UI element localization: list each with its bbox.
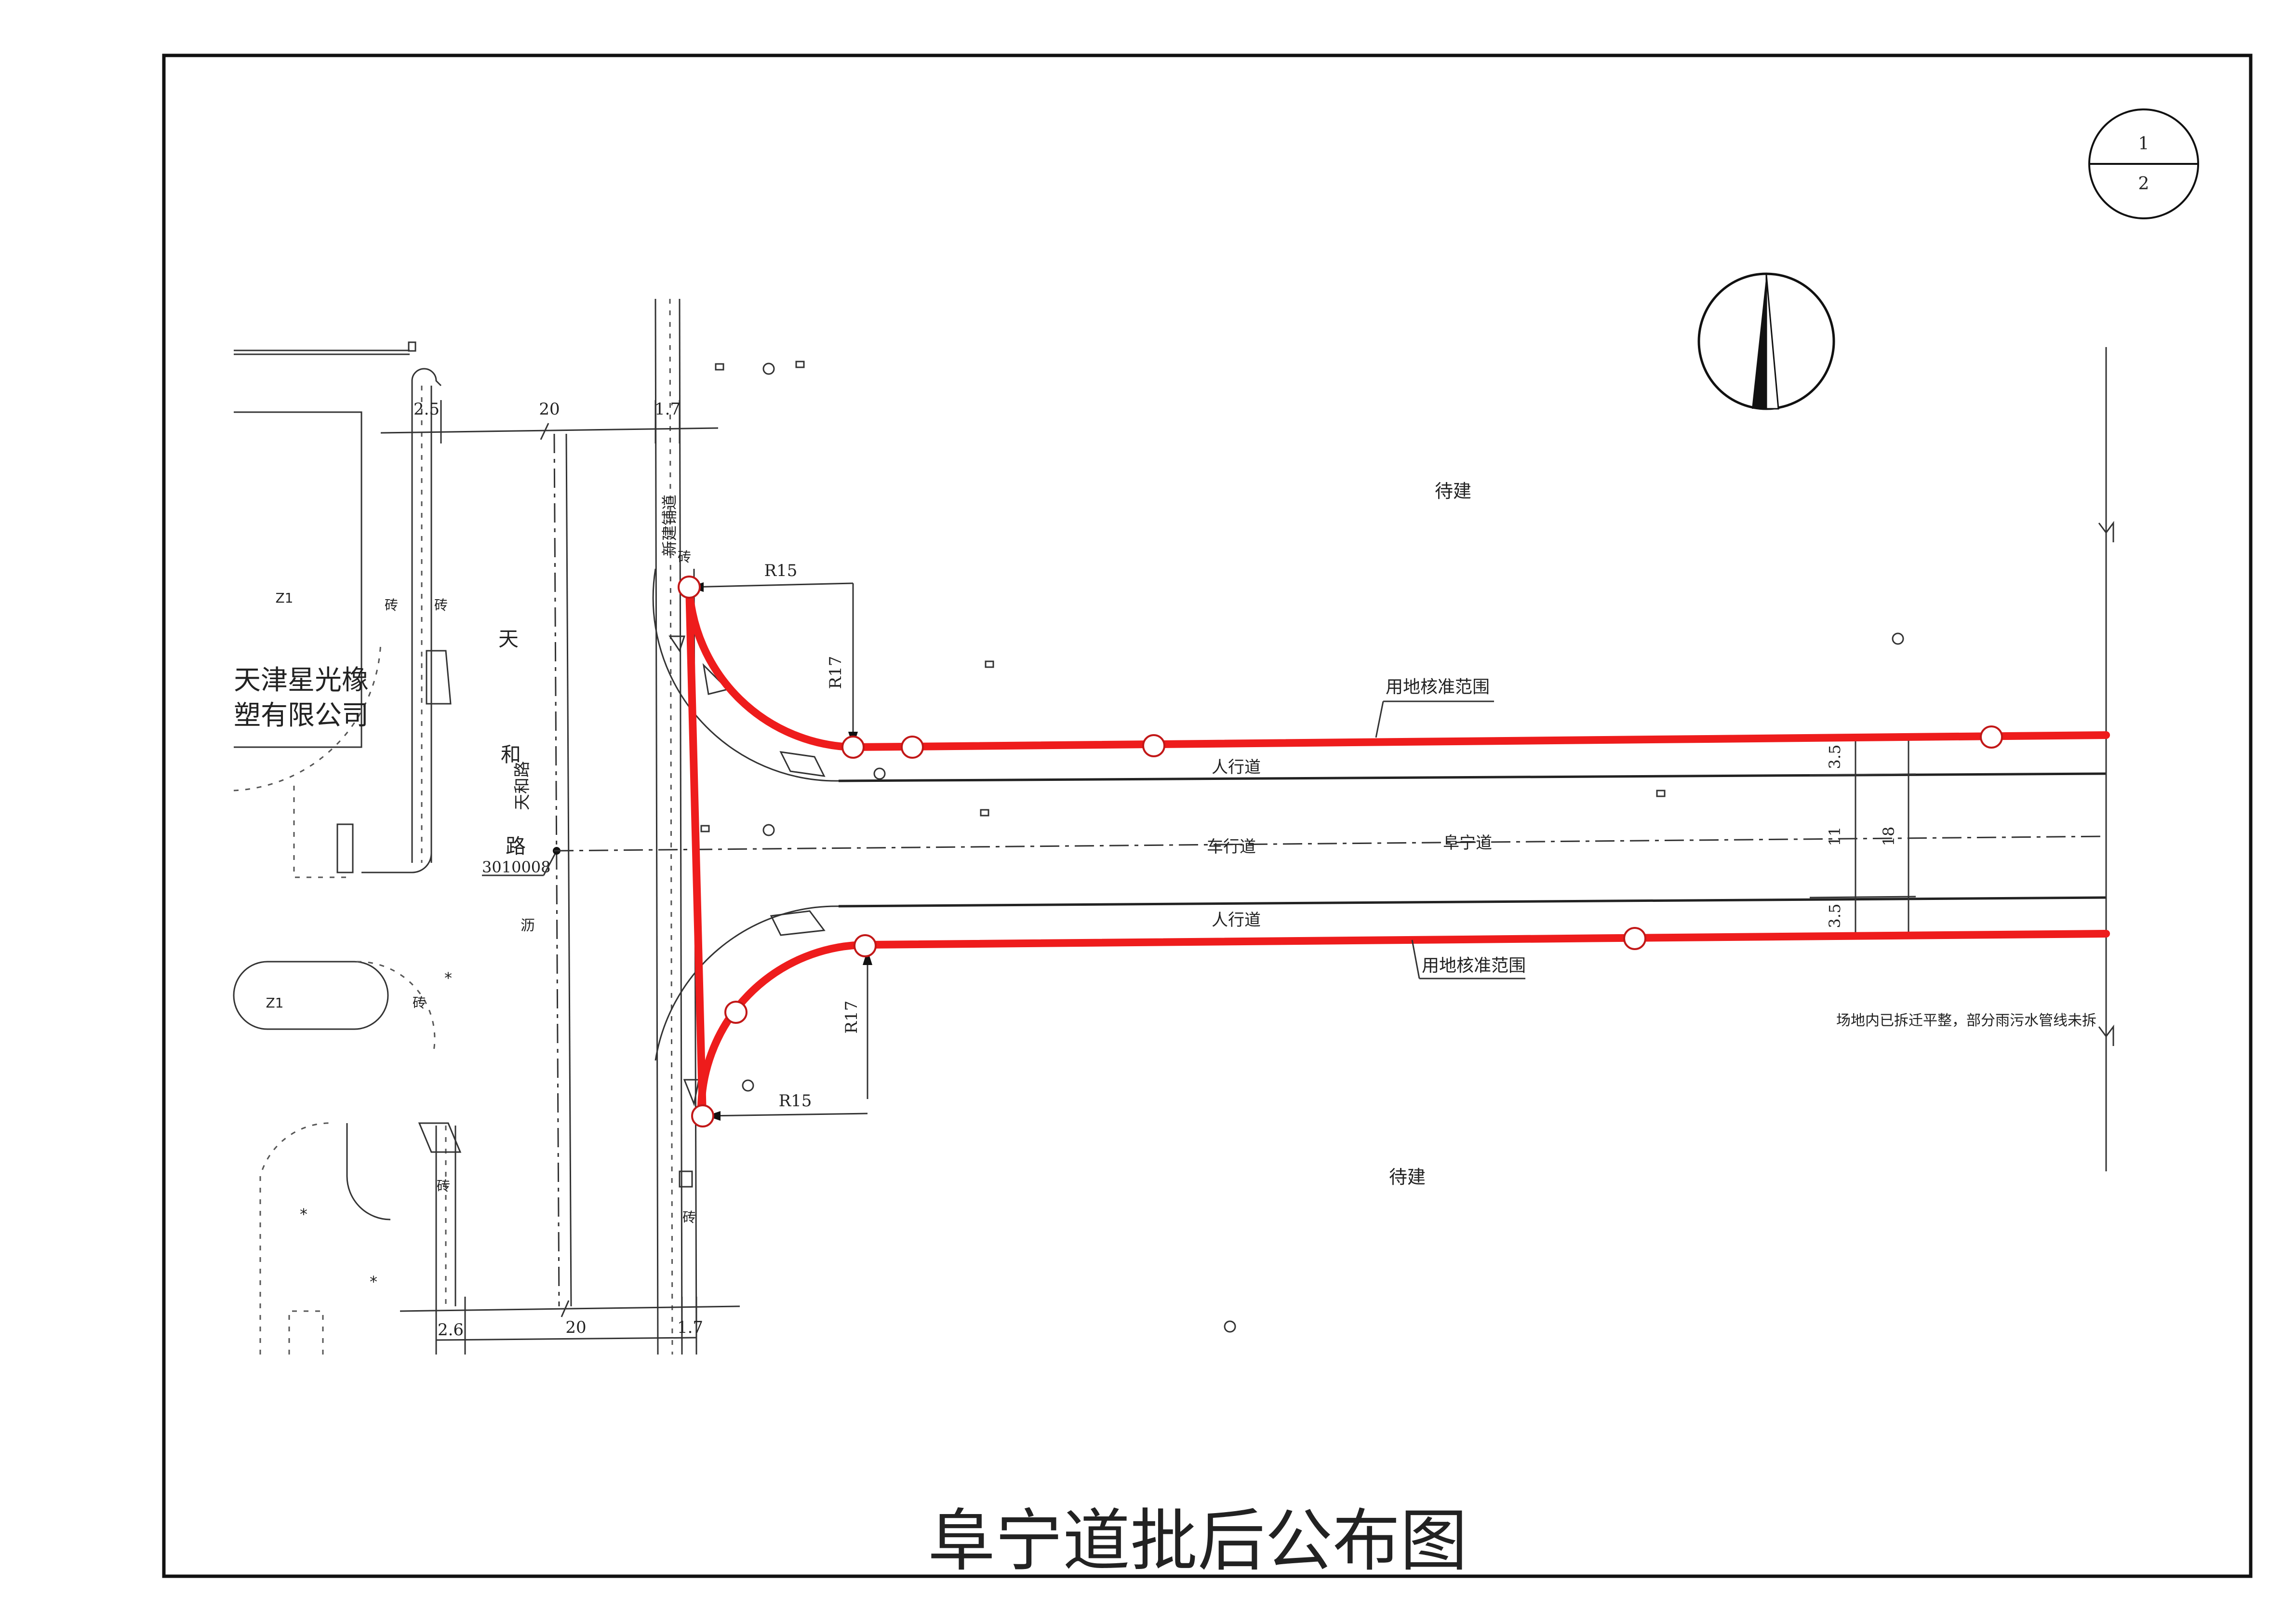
boundary-label-south: 用地核准范围 [1422, 956, 1526, 976]
boundary-label-north: 用地核准范围 [1386, 677, 1490, 697]
cross-road: 天 和 路 天和路 沥 新建铺道 3010008 [361, 298, 1904, 1355]
dim-total-width: 18 [1880, 827, 1898, 846]
cross-road-char-2: 和 [501, 743, 521, 766]
tree-symbol: * [444, 969, 452, 987]
sidewalk-north-label: 人行道 [1212, 758, 1261, 777]
brick-label: 砖 [437, 1178, 450, 1194]
page-title: 阜宁道批后公布图 [928, 1502, 1468, 1581]
main-road: 车行道 阜宁道 人行道 人行道 [554, 347, 2114, 1171]
dim-bottom-road: 20 [565, 1318, 586, 1337]
zone-label-lower: Z1 [266, 995, 284, 1011]
sidewalk-south-label: 人行道 [1212, 911, 1261, 930]
drawing-frame [162, 54, 2253, 1578]
cross-road-vertical-label: 天和路 [513, 761, 532, 810]
dim-sidewalk-north: 3.5 [1826, 745, 1844, 769]
brick-label: 砖 [678, 549, 691, 565]
zone-label-upper: Z1 [276, 590, 294, 606]
to-build-north: 待建 [1435, 481, 1471, 502]
boundary-labels: 用地核准范围 用地核准范围 [1375, 677, 1526, 979]
radius-se: R17 [842, 1001, 861, 1034]
sheet-number-bottom: 2 [2138, 174, 2149, 194]
dim-top-road: 20 [539, 400, 560, 419]
brick-label: 砖 [413, 995, 426, 1011]
cross-section-dimensions: 3.5 11 3.5 18 [1809, 736, 1916, 935]
tree-symbol: * [370, 1273, 377, 1291]
sheet-number: 1 2 [2088, 108, 2199, 219]
sheet-number-top: 1 [2138, 134, 2149, 154]
dim-carriageway: 11 [1826, 827, 1844, 846]
land-boundary [678, 576, 2110, 1127]
radius-annotations: R15 R17 R15 R17 [689, 561, 872, 1121]
to-build-south: 待建 [1389, 1167, 1426, 1188]
cross-road-side-label: 新建铺道 [660, 495, 679, 556]
cross-road-surface: 沥 [521, 917, 535, 934]
cross-road-char-3: 路 [506, 834, 526, 858]
radius-nw: R15 [764, 561, 798, 580]
company-name-line1: 天津星光橡 [234, 665, 369, 696]
site-note: 场地内已拆迁平整，部分雨污水管线未拆 [1836, 1012, 2096, 1029]
tree-symbol: * [300, 1205, 307, 1223]
cross-road-char-1: 天 [498, 627, 519, 651]
main-road-label: 阜宁道 [1443, 833, 1492, 853]
brick-label: 砖 [385, 597, 398, 613]
brick-label: 砖 [434, 597, 448, 613]
bottom-dimension-chain: 2.6 20 1.7 [400, 1297, 740, 1355]
radius-sw: R15 [779, 1091, 812, 1111]
radius-ne: R17 [826, 656, 845, 689]
dim-top-edge: 1.7 [654, 400, 681, 419]
north-arrow-icon [1697, 272, 1835, 410]
top-dimension-chain: 2.5 20 1.7 [380, 400, 719, 443]
carriageway-label: 车行道 [1207, 837, 1256, 857]
dim-sidewalk-south: 3.5 [1826, 904, 1844, 928]
company-name-line2: 塑有限公司 [234, 700, 369, 731]
dim-top-sidewalk: 2.5 [414, 400, 440, 419]
west-buildings: Z1 Z1 天津星光橡 塑有限公司 * * * [233, 341, 452, 1355]
brick-label: 砖 [682, 1209, 696, 1225]
brick-labels: 砖 砖 砖 砖 砖 砖 [385, 549, 696, 1225]
cross-road-code: 3010008 [482, 858, 551, 876]
dim-bottom-sidewalk: 2.6 [438, 1320, 464, 1340]
dim-bottom-edge: 1.7 [677, 1318, 703, 1337]
